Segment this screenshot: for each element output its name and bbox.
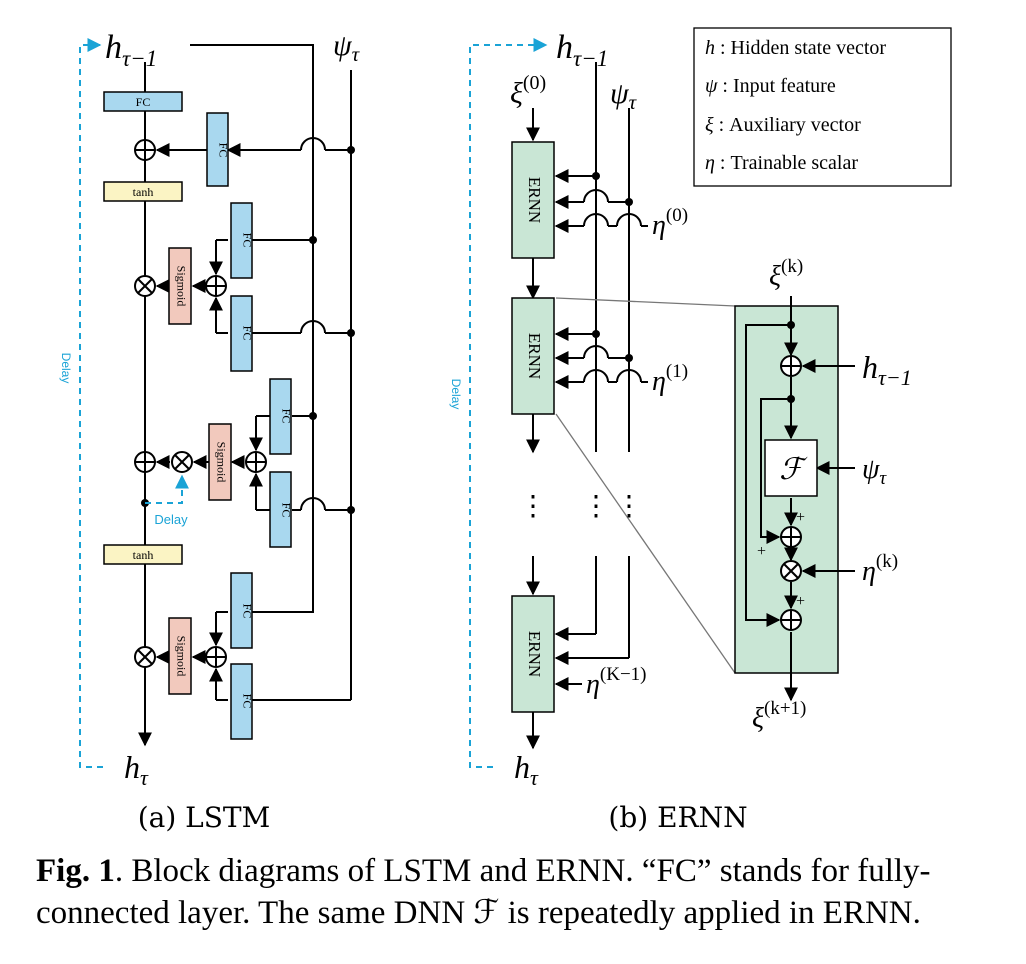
- lstm-blocks: [103, 91, 292, 740]
- eta-k-label: η(K−1): [586, 664, 646, 700]
- tanh-block: [103, 544, 183, 565]
- eta-0-label: η(0): [652, 205, 688, 241]
- ernn-xi-in-label: ξ(0): [510, 72, 546, 110]
- lstm-h-prev-label: hτ−1: [105, 29, 157, 71]
- delay-label: Delay: [449, 379, 463, 410]
- fc-block: [269, 378, 292, 455]
- ernn-diagram: [526, 62, 736, 750]
- ernn-block-label: ERNN: [525, 177, 544, 223]
- fc-label: FC: [240, 604, 254, 619]
- ernn-detail-flow: [745, 296, 855, 702]
- caption-fig-number: Fig. 1: [36, 853, 115, 889]
- plus-sign: +: [757, 543, 766, 560]
- legend-item: ξ : Auxiliary vector: [705, 114, 861, 136]
- multiply-operator: [134, 275, 156, 297]
- legend-item: ψ : Input feature: [705, 75, 836, 97]
- multiply-operator: [780, 560, 802, 582]
- lstm-h-out-label: hτ: [124, 749, 149, 790]
- ernn-delay-path: [469, 38, 548, 768]
- detail-psi-label: ψτ: [862, 454, 887, 489]
- tanh-label: tanh: [133, 185, 154, 199]
- sigmoid-label: Sigmoid: [174, 636, 188, 677]
- tanh-label: tanh: [133, 548, 154, 562]
- lstm-operators: [134, 139, 267, 668]
- dnn-block: [764, 439, 818, 497]
- ernn-psi-label: ψτ: [610, 77, 638, 114]
- xi-k-label: ξ(k): [769, 256, 803, 292]
- inner-delay-label: Delay: [154, 512, 188, 527]
- ellipsis: ⋮: [615, 489, 643, 522]
- eta-1-label: η(1): [652, 361, 688, 397]
- ernn-block-label: ERNN: [525, 631, 544, 677]
- plus-operator: [780, 609, 802, 631]
- sigmoid-block: [208, 423, 232, 501]
- ernn-h-out-label: hτ: [514, 749, 539, 790]
- sigmoid-block: [168, 247, 192, 325]
- fc-block: [230, 202, 253, 279]
- tanh-block: [103, 181, 183, 202]
- fc-block: [269, 471, 292, 548]
- lstm-junctions: [141, 146, 355, 514]
- detail-operators: [780, 355, 802, 631]
- ernn-block: [511, 595, 555, 713]
- lstm-diagram: [138, 44, 352, 747]
- plus-operator: [134, 451, 156, 473]
- sigmoid-block: [168, 617, 192, 695]
- plus-operator: [134, 139, 156, 161]
- ellipsis: ⋮: [582, 489, 610, 522]
- block-diagram-figure: FC tanh tanh FC FC FC FC FC FC FC Sigmoi…: [59, 27, 952, 834]
- fc-label: FC: [240, 326, 254, 341]
- lstm-delay-path: [79, 38, 189, 768]
- ellipsis: ⋮: [519, 489, 547, 522]
- plus-operator: [205, 275, 227, 297]
- fc-label: FC: [240, 233, 254, 248]
- fc-label: FC: [240, 694, 254, 709]
- ernn-block: [511, 297, 555, 415]
- detail-h-prev-label: hτ−1: [862, 349, 912, 390]
- fc-label: FC: [136, 95, 151, 109]
- fc-label: FC: [216, 143, 230, 158]
- fc-block: [230, 663, 253, 740]
- multiply-operator: [171, 451, 193, 473]
- eta-k-detail-label: η(k): [862, 551, 898, 587]
- legend-item: h : Hidden state vector: [705, 37, 886, 59]
- legend-item: η : Trainable scalar: [705, 152, 858, 174]
- fc-label: FC: [279, 409, 293, 424]
- plus-operator: [245, 451, 267, 473]
- detail-junctions: [787, 321, 795, 403]
- ernn-blocks: [511, 141, 555, 713]
- fc-block: [230, 295, 253, 372]
- fc-block: [230, 572, 253, 649]
- fc-label: FC: [279, 503, 293, 518]
- plus-sign: +: [796, 593, 805, 610]
- figure-caption: Fig. 1. Block diagrams of LSTM and ERNN.…: [36, 850, 996, 934]
- lstm-psi-label: ψτ: [333, 29, 361, 66]
- caption-text: . Block diagrams of LSTM and ERNN. “FC” …: [36, 853, 931, 931]
- fc-block: [206, 112, 229, 187]
- fc-block: [103, 91, 183, 112]
- ernn-h-prev-label: hτ−1: [556, 29, 608, 71]
- sigmoid-label: Sigmoid: [174, 266, 188, 307]
- multiply-operator: [134, 646, 156, 668]
- plus-sign: +: [796, 509, 805, 526]
- ernn-junctions: [592, 172, 633, 362]
- legend-box: [693, 27, 952, 187]
- ernn-panel-label: (b) ERNN: [608, 801, 747, 834]
- plus-operator: [780, 526, 802, 548]
- xi-k1-label: ξ(k+1): [752, 698, 806, 734]
- plus-operator: [780, 355, 802, 377]
- ernn-block-label: ERNN: [525, 333, 544, 379]
- plus-operator: [205, 646, 227, 668]
- sigmoid-label: Sigmoid: [214, 442, 228, 483]
- lstm-panel-label: (a) LSTM: [138, 801, 271, 834]
- ernn-block: [511, 141, 555, 259]
- delay-label: Delay: [59, 353, 73, 384]
